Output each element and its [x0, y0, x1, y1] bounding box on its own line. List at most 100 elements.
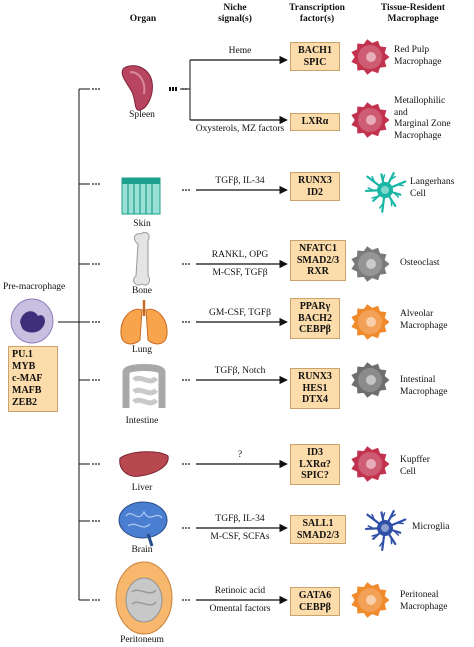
organ-label-peritoneum: Peritoneum	[120, 635, 164, 645]
mac-line: Peritoneal	[400, 590, 439, 600]
header-mac-line2: Macrophage	[387, 14, 439, 24]
tf-item: CEBPβ	[299, 324, 331, 335]
signal-row7: ?	[200, 450, 280, 460]
tf-item: SALL1	[302, 518, 334, 529]
mac-label-intestinal: Intestinal Macrophage	[400, 375, 447, 398]
signal-text: Oxysterols, MZ factors	[195, 124, 285, 134]
macrophage-cell-icon	[364, 509, 407, 551]
signal-text: M-CSF, SCFAs	[210, 532, 270, 542]
tf-item: DTX4	[301, 394, 329, 405]
mac-line: and	[394, 107, 408, 118]
tf-box-red-pulp: BACH1 SPIC	[290, 42, 340, 71]
tf-item: CEBPβ	[299, 601, 331, 613]
mac-line: Red Pulp	[394, 45, 430, 55]
signal-text: M-CSF, TGFβ	[212, 268, 268, 278]
header-tf-line2: factor(s)	[299, 14, 335, 24]
pre-macrophage-label: Pre-macrophage	[3, 282, 66, 292]
signal-row6: TGFβ, Notch	[200, 366, 280, 376]
pre-factor-pu1: PU.1	[12, 349, 33, 360]
peritoneum-icon	[115, 561, 173, 635]
tf-box-langerhans: RUNX3 ID2	[290, 172, 340, 201]
organ-label-liver: Liver	[131, 483, 153, 493]
mac-line: Kupffer	[400, 455, 430, 465]
signal-row8b: M-CSF, SCFAs	[200, 532, 280, 542]
macrophage-cell-icon	[351, 446, 390, 482]
mac-line: Macrophage	[400, 320, 448, 331]
header-niche-signals: Niche signal(s)	[200, 3, 270, 25]
macrophage-cell-icon	[351, 304, 390, 340]
tf-item: SMAD2/3	[296, 254, 340, 266]
signal-row5: GM-CSF, TGFβ	[200, 308, 280, 318]
mac-line: Alveolar	[400, 309, 434, 319]
header-niche-line2: signal(s)	[218, 14, 252, 24]
tf-item: HES1	[302, 382, 328, 394]
pre-macrophage-cell-icon	[10, 298, 54, 344]
mac-line: Macrophage	[394, 56, 442, 67]
macrophage-cell-icon	[351, 102, 390, 138]
mac-label-microglia: Microglia	[412, 522, 449, 534]
signal-text: Omental factors	[209, 604, 271, 614]
mac-label-red-pulp: Red Pulp Macrophage	[394, 45, 441, 68]
pre-factor-mafb: MAFB	[12, 385, 42, 396]
header-tf-line1: Transcription	[289, 3, 345, 13]
tf-box-marginal-zone: LXRα	[290, 113, 340, 131]
signal-text: TGFβ, IL-34	[215, 176, 265, 186]
signal-text: ?	[237, 450, 243, 460]
tf-item: ID2	[306, 186, 324, 198]
organ-label-lung: Lung	[131, 345, 153, 355]
spleen-split-dots	[169, 87, 187, 91]
bone-icon	[133, 231, 151, 286]
signal-text: TGFβ, Notch	[214, 366, 266, 376]
macrophage-cell-icon	[351, 582, 390, 618]
mac-label-kupffer: Kupffer Cell	[400, 455, 430, 478]
skin-icon	[121, 177, 161, 215]
organ-label-spleen: Spleen	[129, 110, 155, 120]
tf-box-microglia: SALL1 SMAD2/3	[290, 515, 346, 544]
tf-item: RUNX3	[298, 175, 332, 186]
macrophage-cell-icon	[364, 171, 407, 213]
mac-line: Osteoclast	[400, 258, 440, 268]
tf-item: RUNX3	[298, 371, 332, 382]
organ-branch-dots	[92, 88, 100, 601]
macrophage-cell-icon	[351, 246, 390, 282]
tf-item: SMAD2/3	[296, 529, 340, 541]
tf-item: BACH2	[298, 312, 332, 324]
spleen-icon	[121, 65, 153, 111]
signal-text: TGFβ, IL-34	[215, 514, 265, 524]
mac-label-langerhans: Langerhans Cell	[410, 177, 454, 200]
pre-factor-cmaf: c-MAF	[12, 373, 43, 384]
signal-row3: TGFβ, IL-34	[200, 176, 280, 186]
tf-item: LXRα	[301, 116, 329, 127]
mac-label-marginal-zone: Metallophilic and Marginal Zone Macropha…	[394, 96, 451, 142]
mac-line: Langerhans	[410, 177, 455, 187]
organ-label-brain: Brain	[131, 545, 153, 555]
mac-label-osteoclast: Osteoclast	[400, 258, 440, 270]
signal-row2: Oxysterols, MZ factors	[190, 124, 290, 134]
tf-item: SPIC	[303, 56, 327, 68]
mac-line: Macrophage	[400, 386, 448, 397]
tf-item: BACH1	[298, 45, 332, 56]
signal-row1: Heme	[200, 46, 280, 56]
pre-factor-zeb2: ZEB2	[12, 397, 38, 408]
mac-line: Macrophage	[400, 601, 448, 612]
tf-item: NFATC1	[299, 243, 337, 254]
mac-line: Microglia	[412, 522, 450, 532]
tf-item: LXRα?	[299, 458, 331, 470]
mac-line: Marginal Zone	[394, 119, 451, 129]
macrophage-cell-icon	[351, 39, 390, 75]
liver-icon	[119, 451, 169, 477]
signal-row4b: M-CSF, TGFβ	[200, 268, 280, 278]
tf-item: GATA6	[298, 590, 332, 601]
header-transcription-factors: Transcription factor(s)	[277, 3, 357, 25]
tf-box-intestinal: RUNX3 HES1 DTX4	[290, 368, 340, 409]
macrophage-cell-icon	[351, 362, 390, 398]
signal-row9a: Retinoic acid	[200, 586, 280, 596]
mac-line: Cell	[410, 188, 426, 199]
mac-label-peritoneal: Peritoneal Macrophage	[400, 590, 447, 613]
pre-macrophage-factors-box: PU.1 MYB c-MAF MAFB ZEB2	[8, 346, 58, 412]
tf-item: RXR	[307, 266, 329, 277]
mac-line: Cell	[400, 466, 416, 477]
header-niche-line1: Niche	[223, 3, 247, 13]
